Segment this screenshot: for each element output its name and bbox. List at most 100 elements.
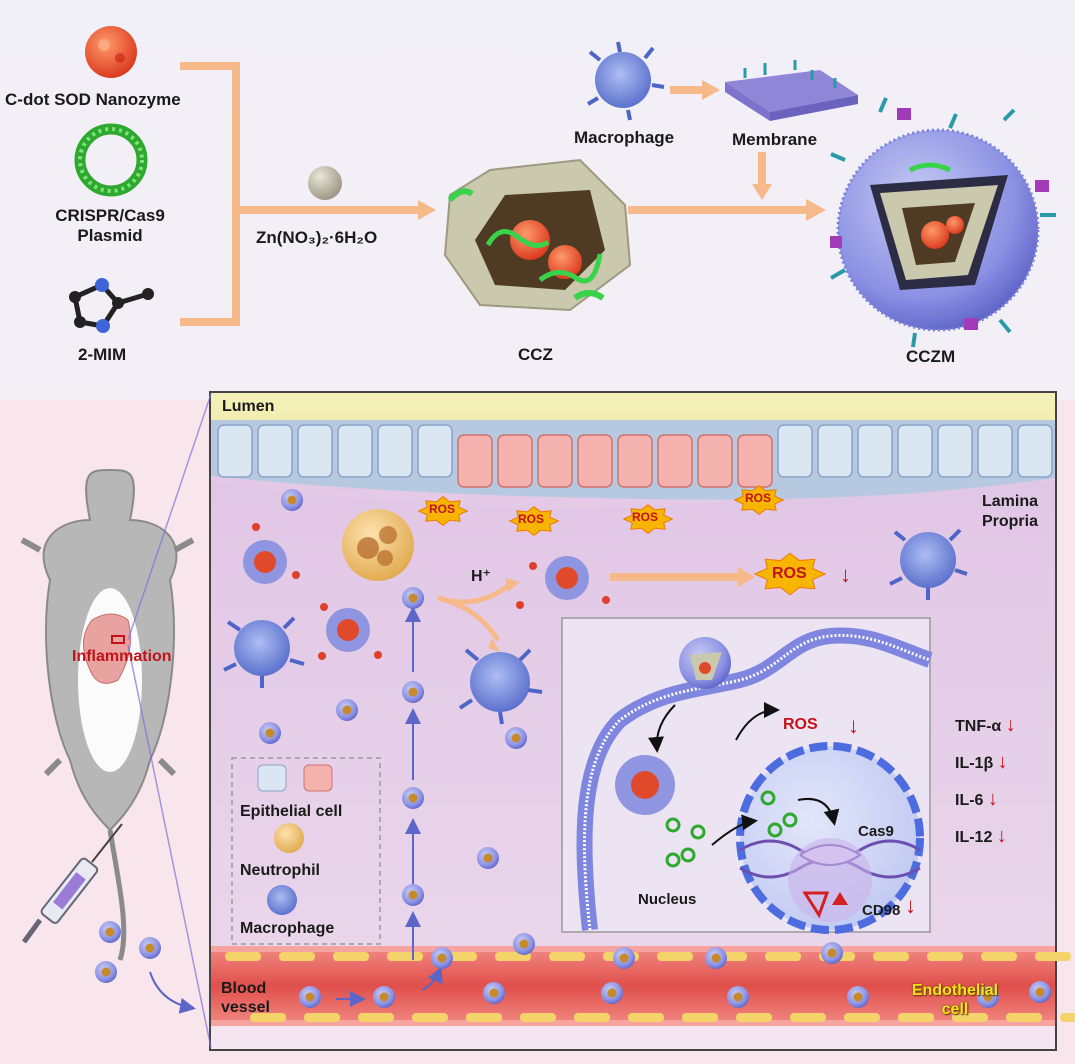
cytokine-list: TNF-α ↓ IL-1β ↓ IL-6 ↓ IL-12 ↓ [955,714,1016,862]
sod-dot [318,652,326,660]
crispr-label: CRISPR/Cas9 Plasmid [30,206,190,246]
epithelial-cell [977,424,1013,478]
epithelial-cell [497,434,533,488]
cczm-core [483,853,493,863]
endothelial-line2: cell [941,1001,969,1018]
ccz-to-cczm-arrow [628,199,826,221]
sod-dot [529,562,537,570]
ros-burst [753,552,827,596]
epithelial-cells [217,424,1053,488]
legend-neutrophil-icon [274,823,304,853]
epithelial-cell [577,434,613,488]
ros-label-4: ROS [745,491,772,505]
cd98-label: CD98 [862,902,901,919]
endothelial-cell [250,1013,286,1022]
endothelial-cell [387,952,423,961]
cczm-core [853,992,863,1002]
cczm-core [408,890,418,900]
epithelial-cell [777,424,813,478]
epithelial-cell [897,424,933,478]
epithelial-cell [657,434,693,488]
ros-label-3: ROS [632,510,659,524]
ccz-label: CCZ [518,345,553,364]
sod-dot [320,603,328,611]
cytokine-il1b-name: IL-1β [955,755,994,772]
plasmid-ring [767,822,783,838]
crispr-label-line1: CRISPR/Cas9 [55,206,165,225]
cytokine-tnf-name: TNF-α [955,718,1002,735]
cczm-core [511,733,521,743]
cczm-core [983,992,993,1002]
endothelial-cell [657,952,693,961]
epithelial-cell [937,424,973,478]
macrophage-to-membrane-arrow [670,80,720,100]
blood-vessel-line2: vessel [221,999,270,1016]
tissue-frame [209,391,1057,1051]
synthesis-bracket [180,62,436,326]
lamina-propria-line1: Lamina [981,493,1038,510]
cczm-core [408,793,418,803]
syringe-illustration [21,823,123,944]
sod-dot [374,651,382,659]
epithelial-cell [617,434,653,488]
cytokine-tnf-arrow: ↓ [1005,714,1016,736]
crispr-plasmid-icon [74,123,148,197]
c-dot-label: C-dot SOD Nanozyme [5,90,181,109]
crispr-label-line2: Plasmid [77,226,143,245]
legend-neutrophil-label: Neutrophil [240,862,320,879]
ros-inset-down-arrow: ↓ [848,713,859,738]
ros-down-arrow: ↓ [840,562,851,587]
ros-label-2: ROS [518,512,545,526]
epithelial-cell [337,424,373,478]
membrane-label: Membrane [732,130,818,149]
epithelial-cell [257,424,293,478]
2-mim-atoms [69,278,154,333]
epithelial-cell [417,424,453,478]
cczm-core [733,992,743,1002]
lamina-propria-label: Lamina Propria [970,492,1050,532]
inset-cczm-icon [679,637,731,689]
epithelial-cell [737,434,773,488]
endothelial-cell [765,952,801,961]
cytokine-tnf: TNF-α ↓ [955,714,1016,751]
epithelial-cell [857,424,893,478]
epithelial-cell [217,424,253,478]
sod-dot [516,601,524,609]
cczm-core [827,948,837,958]
plasmid-ring [665,852,681,868]
endothelial-cell [358,1013,394,1022]
macrophage-tissue-icons [234,532,956,712]
cytokine-il1b-arrow: ↓ [997,751,1008,773]
cytokine-il1b: IL-1β ↓ [955,751,1016,788]
epithelial-cell [1017,424,1053,478]
blood-vessel-label: Blood vessel [221,979,270,1017]
cd98-down-arrow: ↓ [905,893,916,918]
plasmid-ring [680,847,696,863]
cczm-core [265,728,275,738]
macrophage-label: Macrophage [574,128,675,147]
cczm-core [105,927,115,937]
nucleus-inset [736,742,924,934]
cytokine-il6-name: IL-6 [955,792,984,809]
endothelial-cell [682,1013,718,1022]
ros-burst [417,495,469,527]
membrane-down-arrow [752,152,772,200]
epithelial-cell [297,424,333,478]
endothelial-cell [549,952,585,961]
cczm-core [408,593,418,603]
endothelial-cell [844,1013,880,1022]
plasmid-ring [782,812,798,828]
cczm-core [711,953,721,963]
ros-scavenge-arrow [610,567,755,587]
cczm-core [342,705,352,715]
neutrophil-icon [342,509,414,581]
mouse-illustration [20,468,195,961]
endothelial-cell [574,1013,610,1022]
endothelial-label: Endothelial cell [895,981,1015,1019]
inflammation-label: Inflammation [72,648,172,665]
membrane-sheet-icon [725,60,858,121]
cczm-core [145,943,155,953]
endothelial-cell [1006,1013,1042,1022]
ros-label-inset: ROS [783,716,818,733]
